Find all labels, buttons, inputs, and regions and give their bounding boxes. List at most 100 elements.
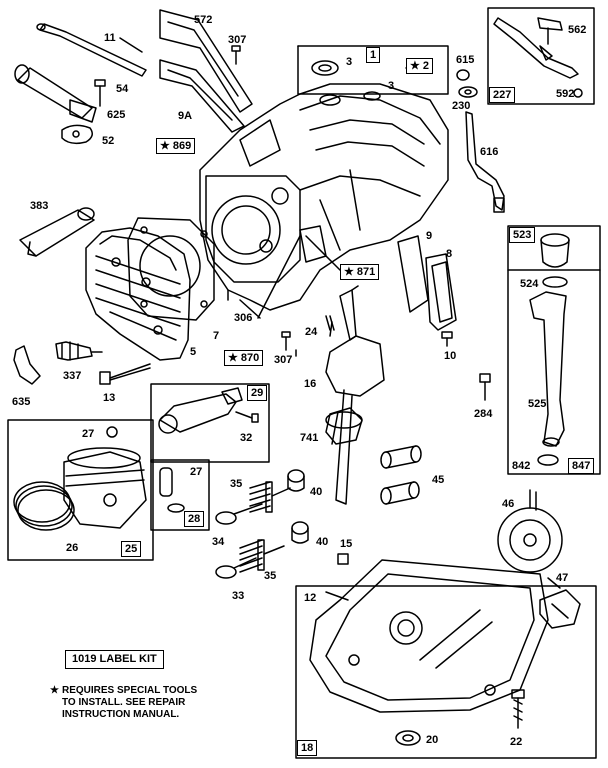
oil-cap-drawing	[540, 233, 570, 288]
callout-307-bottom: 307	[274, 354, 293, 366]
callout-20: 20	[426, 734, 439, 746]
cylinder-block-drawing	[199, 83, 449, 319]
note-line-1: REQUIRES SPECIAL TOOLS	[62, 685, 198, 696]
sump-drawing	[309, 559, 549, 713]
callout-40b: 40	[316, 536, 329, 548]
box-label-523: 523	[509, 227, 536, 243]
callout-3a: 3	[346, 56, 353, 68]
callout-842: 842	[512, 460, 531, 472]
callout-625: 625	[107, 109, 126, 121]
callout-11: 11	[104, 32, 116, 44]
valve-34-drawing	[215, 503, 263, 525]
box-label-871: ★ 871	[340, 264, 380, 280]
breather-8-drawing	[425, 253, 457, 331]
cylinder-group-frame	[297, 45, 449, 95]
callout-33: 33	[232, 590, 245, 602]
callout-24: 24	[305, 326, 318, 338]
callout-13: 13	[103, 392, 116, 404]
special-tools-note: ★ REQUIRES SPECIAL TOOLS TO INSTALL. SEE…	[50, 685, 260, 721]
gasket-9-drawing	[397, 235, 429, 313]
callout-47: 47	[556, 572, 569, 584]
box-label-18: 18	[297, 740, 318, 756]
pins-45-drawing	[380, 445, 422, 505]
callout-3b: 3	[388, 80, 395, 92]
box-label-869: ★ 869	[156, 138, 196, 154]
callout-27b: 27	[190, 466, 203, 478]
box-label-2: ★ 2	[406, 58, 434, 74]
sump-group-frame	[295, 585, 597, 759]
label-kit-box: 1019 LABEL KIT	[65, 650, 164, 669]
valve-spring-lower-drawing	[239, 539, 285, 573]
piston-pin-group-frame	[150, 459, 210, 531]
gasket-52-drawing	[61, 124, 93, 145]
screw-307-top-drawing	[231, 45, 241, 65]
choke-link-group-frame	[487, 7, 595, 105]
callout-52: 52	[102, 135, 115, 147]
governor-gear-drawing	[497, 489, 563, 573]
callout-337: 337	[63, 370, 82, 382]
callout-230: 230	[452, 100, 471, 112]
callout-635: 635	[12, 396, 31, 408]
callout-7: 7	[213, 330, 220, 342]
head-gasket-drawing	[127, 217, 215, 321]
breather-cover-drawing	[159, 9, 253, 133]
box-label-28: 28	[184, 511, 205, 527]
spark-plug-drawing	[55, 341, 103, 361]
callout-16: 16	[304, 378, 317, 390]
callout-525: 525	[528, 398, 547, 410]
dipstick-drawing	[14, 64, 97, 123]
callout-54: 54	[116, 83, 129, 95]
callout-32: 32	[240, 432, 253, 444]
bolt-13-drawing	[99, 363, 151, 385]
sump-bolt-drawing	[511, 689, 525, 729]
callout-307-top: 307	[228, 34, 247, 46]
shroud-383-drawing	[19, 207, 95, 257]
note-line-3: INSTRUCTION MANUAL.	[62, 709, 180, 720]
callout-572: 572	[194, 14, 213, 26]
spark-plug-boot-drawing	[13, 345, 41, 385]
callout-616: 616	[480, 146, 499, 158]
callout-35a: 35	[230, 478, 243, 490]
screw-307-bottom-drawing	[281, 331, 291, 351]
connecting-rod-group-frame	[150, 383, 270, 463]
dowel-24-drawing	[325, 315, 335, 331]
piston-group-frame	[7, 419, 154, 561]
timing-gear-drawing	[325, 411, 363, 429]
callout-26: 26	[66, 542, 79, 554]
crankshaft-drawing	[325, 285, 385, 505]
callout-615: 615	[456, 54, 475, 66]
callout-5: 5	[190, 346, 197, 358]
tappet-40b-drawing	[291, 521, 309, 544]
tappet-40a-drawing	[287, 469, 305, 492]
piston-pin-drawing	[159, 467, 185, 513]
screw-284-drawing	[479, 373, 491, 401]
callout-45: 45	[432, 474, 445, 486]
callout-562: 562	[568, 24, 587, 36]
screw-54-drawing	[94, 79, 106, 107]
clip-27a-drawing	[106, 426, 118, 438]
callout-22: 22	[510, 736, 523, 748]
callout-34: 34	[212, 536, 225, 548]
callout-46: 46	[502, 498, 515, 510]
box-label-1: 1	[366, 47, 381, 63]
valve-33-drawing	[215, 557, 257, 579]
box-label-227: 227	[489, 87, 516, 103]
callout-15: 15	[340, 538, 353, 550]
callout-10: 10	[444, 350, 457, 362]
sump-seal-drawing	[395, 730, 421, 746]
box-label-25: 25	[121, 541, 142, 557]
piston-rings-drawing	[13, 481, 75, 531]
valve-spring-upper-drawing	[249, 481, 291, 513]
note-star: ★	[50, 685, 59, 696]
note-line-2: TO INSTALL. SEE REPAIR	[62, 697, 186, 708]
connecting-rod-drawing	[158, 387, 259, 434]
callout-383: 383	[30, 200, 49, 212]
box-label-29: 29	[247, 385, 268, 401]
plug-15-drawing	[337, 553, 349, 565]
oil-filler-tube-drawing	[529, 291, 567, 466]
callout-306: 306	[234, 312, 253, 324]
callout-284: 284	[474, 408, 493, 420]
oil-seal-3-drawing	[311, 60, 339, 76]
